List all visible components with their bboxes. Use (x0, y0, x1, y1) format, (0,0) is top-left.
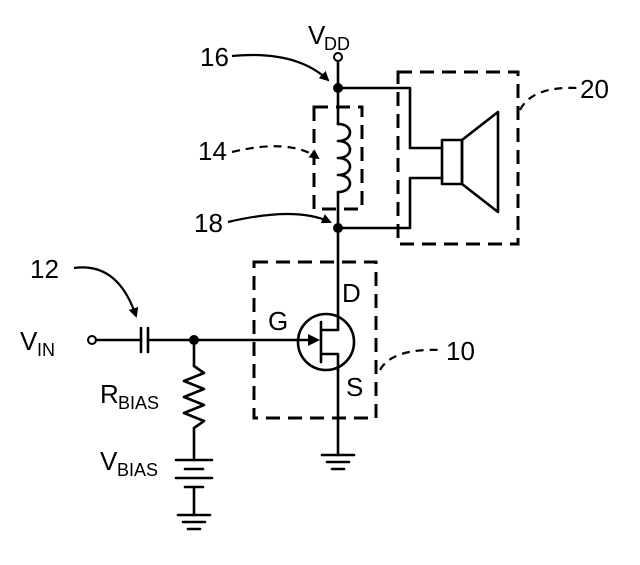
ref-12: 12 (30, 254, 139, 318)
transistor-box (252, 260, 378, 420)
ref-16: 16 (200, 42, 330, 82)
gate-arrow (308, 334, 320, 346)
svg-text:20: 20 (580, 74, 609, 104)
speaker-magnet (440, 138, 464, 186)
svg-text:18: 18 (194, 208, 223, 238)
ground-symbol-source (320, 453, 356, 471)
transistor-drain-lead (319, 314, 340, 332)
rbias-label: R BIAS (100, 379, 159, 413)
svg-text:V: V (20, 326, 38, 356)
speaker-bottom-wire (336, 176, 444, 230)
vin-label: V IN (20, 326, 55, 360)
ref-18: 18 (194, 208, 332, 238)
ground-symbol-bias (176, 513, 212, 531)
source-label: S (346, 372, 363, 402)
svg-text:V: V (308, 20, 326, 50)
svg-text:IN: IN (37, 340, 55, 360)
speaker-top-wire (336, 86, 444, 150)
inductor-coil (336, 122, 352, 194)
svg-text:DD: DD (324, 34, 350, 54)
svg-text:BIAS: BIAS (118, 393, 159, 413)
ref-20: 20 (519, 74, 609, 111)
vbias-label: V BIAS (100, 446, 158, 480)
bias-resistor (182, 364, 206, 430)
svg-text:V: V (100, 446, 118, 476)
svg-text:14: 14 (198, 136, 227, 166)
svg-text:BIAS: BIAS (117, 460, 158, 480)
bias-battery (174, 458, 214, 489)
vdd-label: V DD (308, 20, 350, 54)
gate-label: G (268, 306, 288, 336)
drain-label: D (342, 278, 361, 308)
svg-text:R: R (100, 379, 119, 409)
transistor-body (296, 312, 356, 372)
transistor-source-lead (319, 352, 340, 372)
speaker-box (396, 70, 520, 246)
ref-10: 10 (379, 336, 475, 371)
svg-text:16: 16 (200, 42, 229, 72)
svg-text:12: 12 (30, 254, 59, 284)
ref-14: 14 (198, 136, 320, 166)
svg-text:10: 10 (446, 336, 475, 366)
speaker-cone (460, 110, 500, 214)
